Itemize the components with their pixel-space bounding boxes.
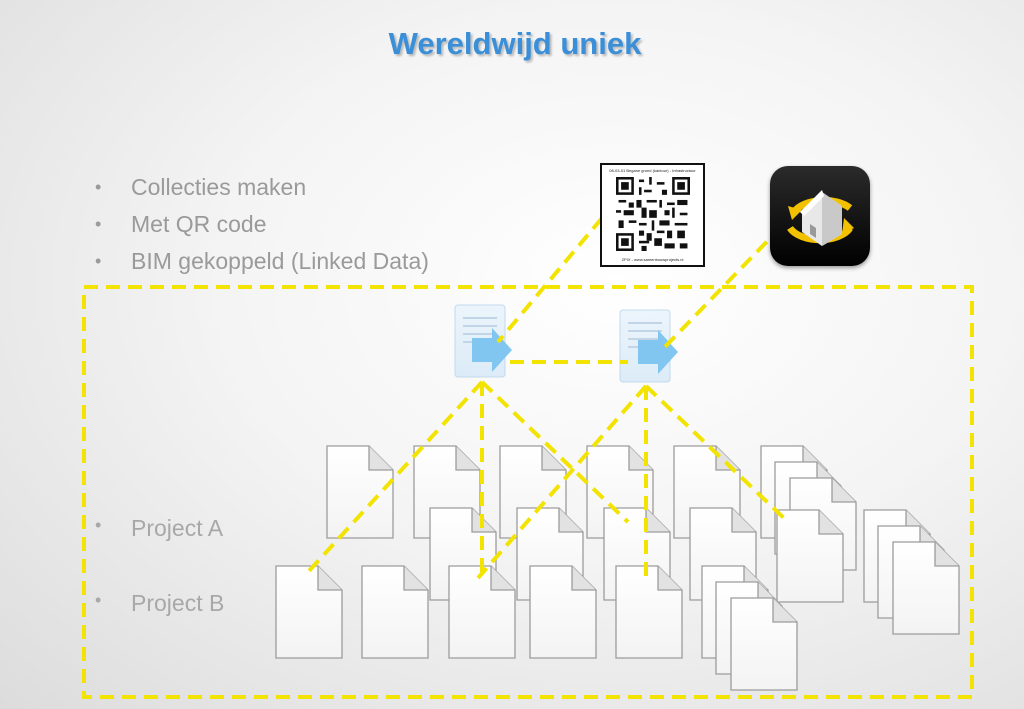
- document-icon: [529, 565, 597, 659]
- bullet-bim: BIM gekoppeld (Linked Data): [95, 246, 429, 283]
- document-icon: [448, 565, 516, 659]
- qr-code-icon: [616, 177, 690, 251]
- bullet-qr-code: Met QR code: [95, 209, 429, 246]
- project-a-label: Project A: [95, 515, 223, 542]
- collection-document-icon: [454, 304, 512, 378]
- document-icon: [275, 565, 343, 659]
- bullet-collecties: Collecties maken: [95, 172, 429, 209]
- project-frame: [82, 285, 974, 699]
- bim-house-icon: [770, 166, 870, 266]
- document-icon: [892, 541, 960, 635]
- qr-code-card: 08-03-01 Begane grond (kantoor) - Infras…: [600, 163, 705, 267]
- slide-title: Wereldwijd uniek: [388, 26, 642, 61]
- document-icon: [615, 565, 683, 659]
- document-icon: [776, 509, 844, 603]
- collection-document-icon: [619, 309, 678, 383]
- qr-caption-top: 08-03-01 Begane grond (kantoor) - Infras…: [609, 168, 696, 173]
- document-icon: [326, 445, 394, 539]
- link-lines: [306, 216, 790, 580]
- feature-list: Collecties maken Met QR code BIM gekoppe…: [95, 172, 429, 283]
- project-documents: [275, 445, 960, 691]
- document-icon: [361, 565, 429, 659]
- document-icon: [730, 597, 798, 691]
- project-b-label: Project B: [95, 590, 224, 617]
- qr-caption-bottom: ZPIX - www.samenbouwprojects.nl: [621, 257, 684, 262]
